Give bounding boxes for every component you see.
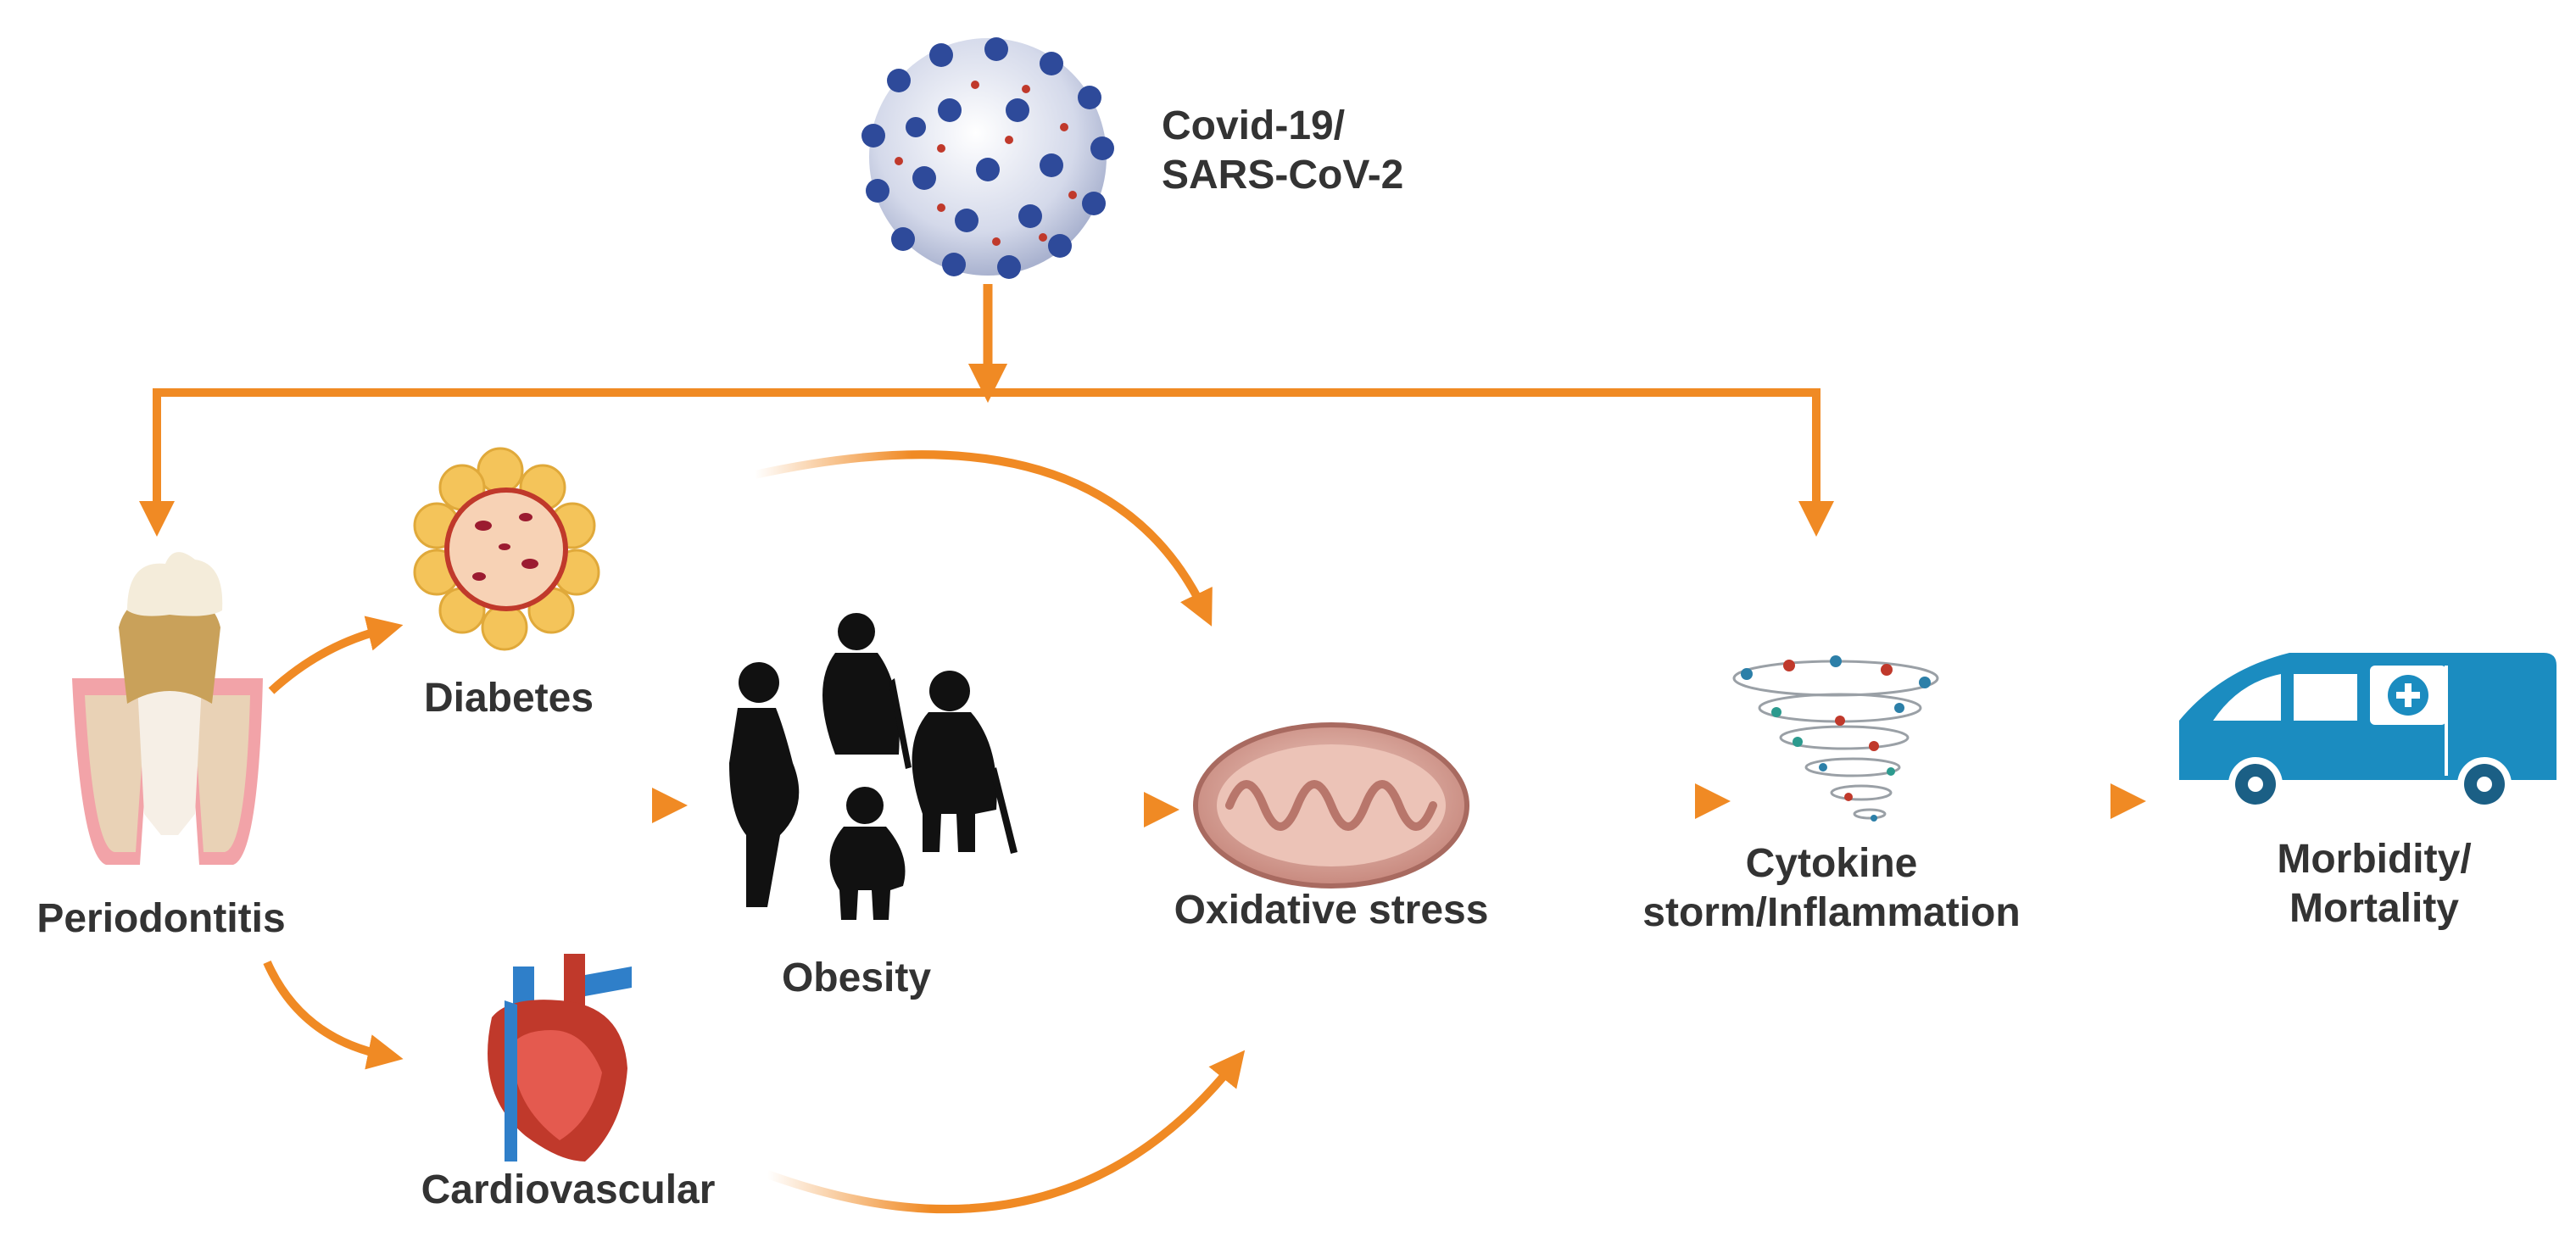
heart-icon [488, 954, 632, 1162]
arrow-perio-diabetes [268, 616, 404, 694]
mitochondrion-icon [1193, 722, 1469, 889]
cytokine-label-line2: storm/Inflammation [1642, 890, 2021, 935]
arrow-perio-cardio [263, 960, 404, 1070]
virus-label-line1: Covid-19/ [1162, 103, 1346, 148]
arrow-diabetes-oxidative [753, 450, 1213, 627]
obese-people-icon [729, 613, 1018, 920]
cardiovascular-label: Cardiovascular [421, 1167, 716, 1212]
outcome-label: Morbidity/ Mortality [2239, 835, 2510, 933]
virus-label: Covid-19/ SARS-CoV-2 [1162, 102, 1403, 200]
tooth-icon [72, 552, 263, 865]
obesity-label: Obesity [781, 955, 932, 1000]
oxidative-stress-label: Oxidative stress [1174, 888, 1489, 933]
coronavirus-icon [861, 37, 1114, 279]
outcome-label-line1: Morbidity/ [2277, 837, 2472, 882]
arrow-cardio-oxidative [766, 1050, 1246, 1214]
adipose-cell-icon [413, 447, 600, 651]
outcome-label-line2: Mortality [2289, 886, 2459, 931]
cytokine-label: Cytokine storm/Inflammation [1611, 839, 2052, 938]
diabetes-label: Diabetes [423, 676, 594, 721]
periodontitis-label: Periodontitis [36, 896, 286, 941]
ambulance-icon [2179, 653, 2556, 811]
arrows [139, 284, 2146, 1214]
cytokine-tornado-icon [1732, 655, 1939, 822]
cytokine-label-line1: Cytokine [1745, 841, 1918, 886]
virus-label-line2: SARS-CoV-2 [1162, 153, 1404, 198]
